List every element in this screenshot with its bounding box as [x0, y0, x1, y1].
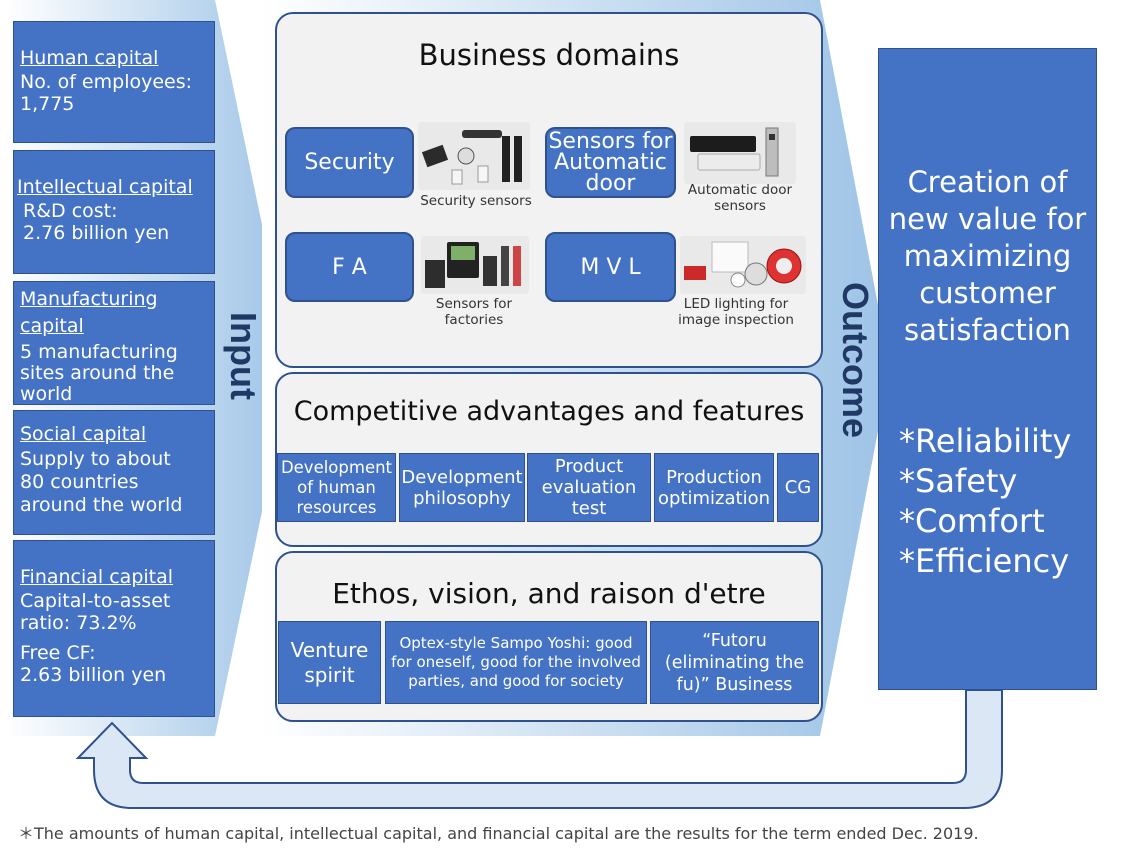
manufacturing-sites-text: 5 manufacturing sites around the world — [20, 341, 178, 405]
input-label: Input — [223, 312, 264, 400]
advantage-human-resources: Development of human resources — [277, 453, 396, 522]
outcome-label: Outcome — [835, 282, 876, 439]
manufacturing-capital-title: Manufacturing capital — [20, 288, 158, 337]
ethos-sampo-yoshi-text: Optex-style Sampo Yoshi: good for onesel… — [391, 634, 641, 690]
factory-sensors-illustration — [425, 242, 521, 288]
financial-capital-box: Financial capital Capital-to-asset ratio… — [13, 540, 215, 717]
advantage-human-resources-text: Development of human resources — [280, 457, 393, 517]
led-lighting-caption: LED lighting for image inspection — [670, 296, 802, 328]
outcome-box: Creation of new value for maximizing cus… — [878, 48, 1097, 690]
security-sensors-image — [418, 122, 530, 190]
factory-sensors-caption: Sensors for factories — [418, 296, 530, 328]
advantage-development-philosophy: Development philosophy — [399, 453, 525, 522]
led-lighting-image — [680, 236, 806, 294]
manufacturing-capital-box: Manufacturing capital 5 manufacturing si… — [13, 281, 215, 405]
led-lighting-caption-text: LED lighting for image inspection — [678, 296, 794, 328]
business-domains-title: Business domains — [418, 38, 680, 72]
advantage-cg: CG — [777, 453, 819, 522]
rd-cost-label: R&D cost: — [23, 200, 118, 222]
factory-sensors-image — [421, 236, 529, 294]
competitive-advantages-title: Competitive advantages and features — [293, 396, 805, 427]
human-capital-title: Human capital — [20, 47, 159, 69]
automatic-door-sensors-caption: Automatic door sensors — [676, 182, 804, 214]
domain-mvl-box: M V L — [545, 232, 676, 302]
advantage-product-evaluation: Product evaluation test — [527, 453, 651, 522]
advantage-production-optimization: Production optimization — [654, 453, 774, 522]
footnote: ＊The amounts of human capital, intellect… — [18, 824, 979, 843]
domain-fa-box: F A — [285, 232, 414, 302]
domain-security-label: Security — [304, 150, 395, 175]
social-capital-box: Social capital Supply to about 80 countr… — [13, 410, 215, 535]
domain-automatic-door-box: Sensors for Automatic door — [545, 127, 676, 198]
employees-label: No. of employees: — [20, 71, 193, 93]
outcome-reliability: *Reliability — [899, 422, 1072, 460]
factory-sensors-caption-text: Sensors for factories — [435, 296, 513, 328]
automatic-door-sensors-image — [684, 122, 796, 184]
free-cf-value: 2.63 billion yen — [20, 664, 167, 686]
automatic-door-sensors-caption-text: Automatic door sensors — [687, 182, 793, 214]
intellectual-capital-title: Intellectual capital — [17, 176, 193, 198]
domain-security-box: Security — [285, 127, 414, 198]
automatic-door-sensors-illustration — [690, 127, 779, 177]
free-cf-label: Free CF: — [20, 642, 96, 664]
outcome-comfort: *Comfort — [899, 502, 1045, 540]
security-sensors-illustration — [421, 130, 522, 185]
ethos-title: Ethos, vision, and raison d'etre — [332, 577, 766, 610]
social-capital-title: Social capital — [20, 423, 147, 445]
intellectual-capital-box: Intellectual capital R&D cost: 2.76 bill… — [13, 150, 215, 274]
supply-countries-text: Supply to about 80 countries around the … — [20, 448, 183, 516]
outcome-safety: *Safety — [899, 462, 1018, 500]
outcome-main-text: Creation of new value for maximizing cus… — [888, 165, 1087, 347]
domain-fa-label: F A — [332, 254, 367, 280]
human-capital-box: Human capital No. of employees: 1,775 — [13, 21, 215, 143]
capital-asset-ratio-text: Capital-to-asset ratio: 73.2% — [20, 590, 171, 634]
outcome-efficiency: *Efficiency — [899, 542, 1070, 580]
rd-cost-value: 2.76 billion yen — [23, 222, 170, 244]
employees-value: 1,775 — [20, 93, 75, 115]
led-lighting-illustration — [684, 241, 802, 288]
financial-capital-title: Financial capital — [20, 566, 174, 588]
ethos-venture-spirit-text: Venture spirit — [290, 637, 369, 687]
domain-mvl-label: M V L — [580, 254, 641, 280]
ethos-futoru-text: “Futoru (eliminating the fu)” Business — [664, 630, 805, 695]
advantage-cg-text: CG — [784, 477, 812, 498]
security-sensors-caption: Security sensors — [420, 193, 532, 209]
advantage-product-evaluation-text: Product evaluation test — [541, 456, 637, 519]
domain-automatic-door-label: Sensors for Automatic door — [548, 129, 673, 196]
feedback-arrow — [75, 689, 1003, 809]
ethos-venture-spirit: Venture spirit — [278, 621, 381, 704]
ethos-futoru: “Futoru (eliminating the fu)” Business — [650, 621, 819, 704]
ethos-sampo-yoshi: Optex-style Sampo Yoshi: good for onesel… — [385, 621, 647, 704]
advantage-development-philosophy-text: Development philosophy — [401, 466, 523, 509]
advantage-production-optimization-text: Production optimization — [658, 466, 770, 509]
